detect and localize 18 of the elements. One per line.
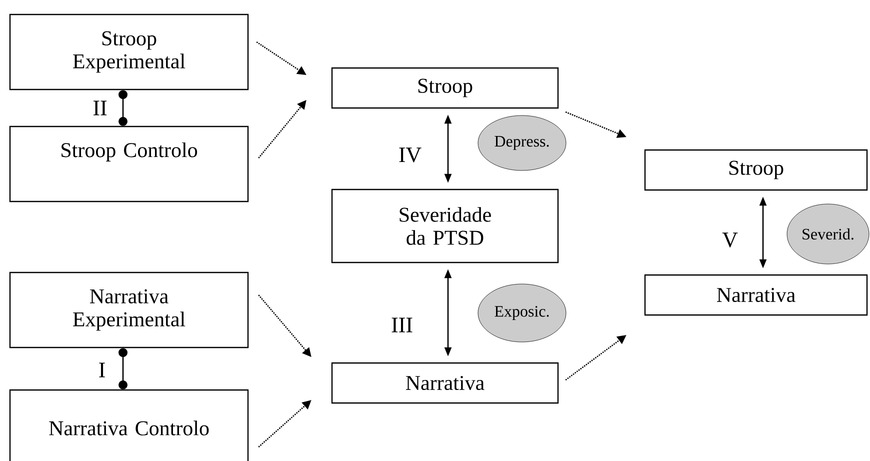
edge-label: I [99, 362, 105, 378]
process-box: Narrativa [644, 274, 868, 316]
edge-label: IV [399, 148, 422, 162]
arrow [258, 100, 306, 158]
process-box: Narrativa [331, 362, 559, 404]
edge-label: III [392, 318, 412, 332]
arrow [118, 90, 128, 126]
process-box: Stroop Controlo [9, 126, 249, 202]
arrow [258, 294, 312, 357]
process-box: Narrativa Experimental [9, 272, 249, 348]
edge-label: V [722, 232, 738, 248]
arrow [118, 348, 128, 390]
process-box: Stroop [644, 149, 868, 191]
process-box: Severidade da PTSD [331, 188, 559, 264]
edge-label: II [93, 100, 107, 116]
process-box: Stroop [331, 67, 559, 109]
process-box: Narrativa Controlo [9, 389, 249, 461]
process-box: Stroop Experimental [9, 14, 249, 90]
